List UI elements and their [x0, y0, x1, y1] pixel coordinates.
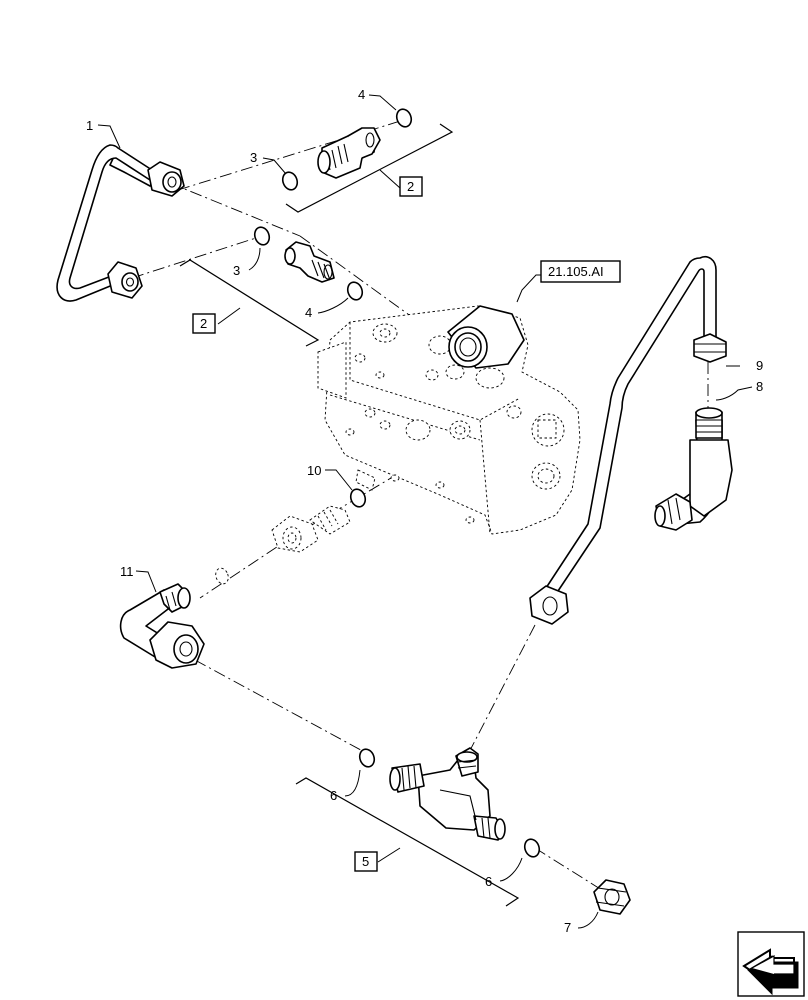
box-5-frame: [354, 851, 378, 872]
callout-3-upper: 3: [250, 150, 257, 165]
connector-lower: [253, 226, 364, 301]
callout-4-upper: 4: [358, 87, 365, 102]
tube-assembly-9: [529, 255, 727, 625]
box-2-upper-frame: [399, 176, 423, 197]
elbow-fitting-11: [119, 583, 205, 669]
group-brackets: [179, 123, 520, 907]
callout-leaders: [97, 94, 753, 929]
box-2-lower-frame: [192, 313, 216, 334]
callout-9: 9: [756, 358, 763, 373]
callout-labels: 1 3 3 4 4 9 8 10 11 6 6 7: [86, 87, 763, 935]
callout-4-lower: 4: [305, 305, 312, 320]
callout-2-lower: 2: [200, 316, 207, 331]
tube-assembly-1: [56, 144, 185, 302]
reference-box-frame: [540, 260, 621, 283]
callout-8: 8: [756, 379, 763, 394]
callout-6-right: 6: [485, 874, 492, 889]
tee-fitting-5: [358, 747, 541, 858]
callout-5: 5: [362, 854, 369, 869]
connector-upper: [281, 108, 413, 191]
callout-11: 11: [120, 564, 134, 579]
valve-block-reference: [317, 305, 581, 535]
boxed-callouts: 2 2 5 21.105.AI: [192, 176, 621, 872]
callout-6-left: 6: [330, 788, 337, 803]
elbow-fitting-8: [654, 407, 733, 531]
callout-1: 1: [86, 118, 93, 133]
next-page-arrow-icon[interactable]: [737, 931, 805, 997]
callout-10: 10: [307, 463, 321, 478]
callout-7: 7: [564, 920, 571, 935]
callout-2-upper: 2: [407, 179, 414, 194]
cap-nut-7: [593, 879, 631, 915]
plug-10: [215, 488, 367, 585]
callout-3-lower: 3: [233, 263, 240, 278]
reference-21-105-ai[interactable]: 21.105.AI: [548, 264, 604, 279]
